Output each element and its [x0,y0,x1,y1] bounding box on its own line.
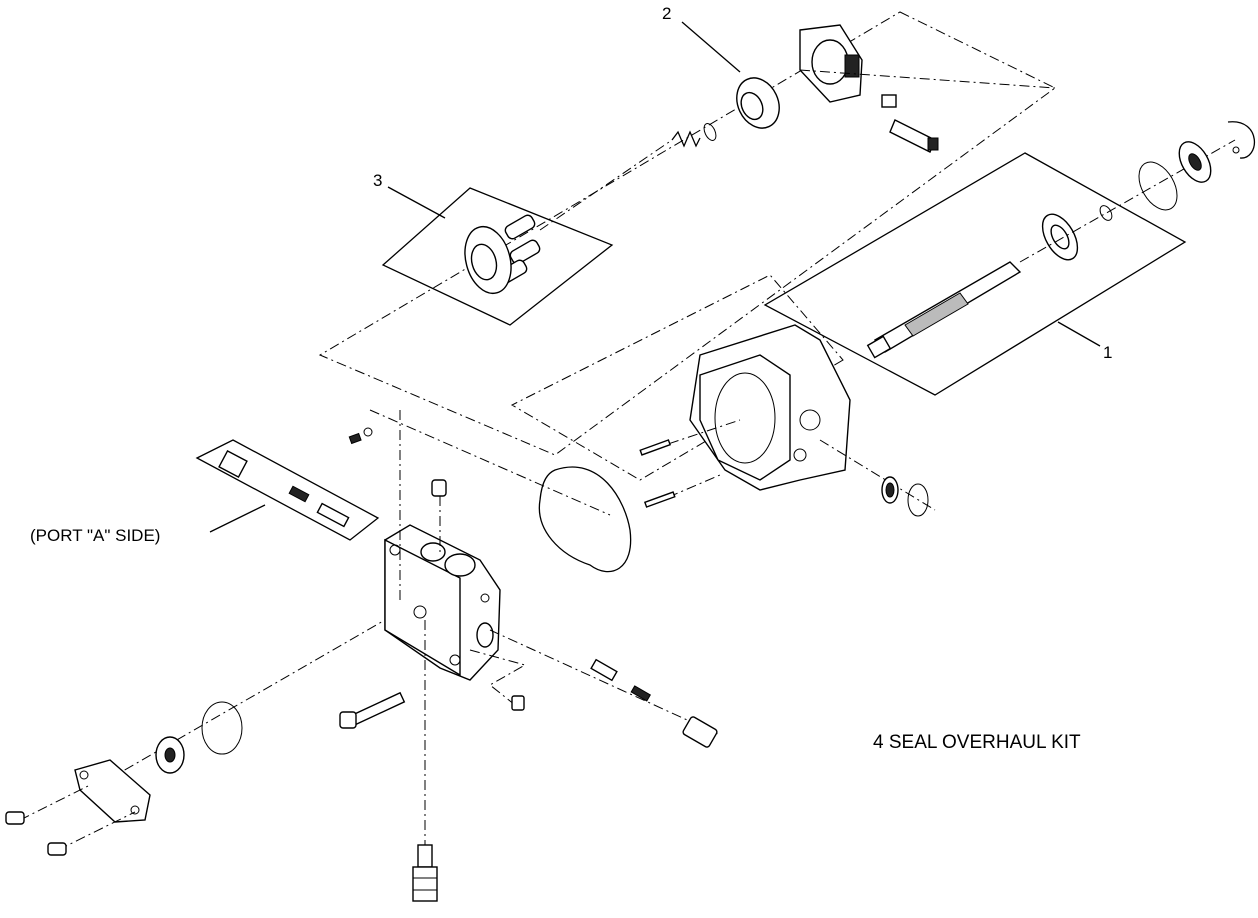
large-o-ring [1138,161,1178,211]
relief-cap [682,716,718,748]
shaft-tip [866,335,892,359]
item-3-box [381,187,614,326]
piston-2 [509,239,541,265]
item-3-rotating-group [381,139,673,326]
cap-hole-2 [449,654,461,666]
lever-arm [889,119,936,153]
port-a-side-label: (PORT "A" SIDE) [30,526,161,545]
valve-spring [288,485,310,503]
dowel-pin-1 [639,439,672,456]
kit-2-outline [318,11,1056,456]
bolt-head [339,711,357,729]
callout-3: 3 [373,171,383,190]
cylinder-bore [470,243,498,281]
plug [431,479,447,497]
pump-housing [639,324,936,517]
cap-screw-1 [5,811,25,825]
item-2-swashplate-kit [671,21,1056,153]
cradle-block [844,54,860,78]
slide-block [881,94,897,108]
end-cap-face [384,538,461,677]
small-plug [511,695,525,711]
valve-axis [489,629,721,736]
shaft-spline [904,292,969,337]
port-a-leader [209,504,266,533]
housing-port [799,409,821,431]
kit-boundary-outlines [318,11,1056,481]
fitting-stem [417,844,433,868]
small-retainer [1099,205,1113,221]
seal-overhaul-kit-note: 4 SEAL OVERHAUL KIT [873,732,1081,753]
lip-seal-center [885,482,895,498]
end-cap [89,410,721,860]
item-2-leader [681,21,741,73]
valve-cap [218,449,248,479]
side-hole [480,593,490,603]
set-screw [348,432,362,445]
item-1-leader [1057,321,1101,347]
relief-spring [630,685,651,702]
item-3-axis [539,139,673,231]
port-a [420,542,446,562]
item-1-shaft-kit [763,121,1255,396]
bolt [339,691,406,729]
snap-ring-eye [1232,146,1240,154]
lever-end [927,137,939,151]
item-2-axis [799,69,1056,89]
cover-hole-1 [79,770,89,780]
fitting-body [412,866,438,902]
charge-pump-axis [89,619,386,791]
relief-poppet [590,658,618,682]
top-plug [431,479,447,555]
housing-bore [714,372,776,464]
valve-plate-center [413,605,427,619]
swashplate-inner [740,91,764,121]
housing-face [699,354,791,481]
port-a-valve-kit [195,427,380,541]
cap-screw-axis-1 [19,784,91,821]
check-ball [363,427,373,437]
spring [671,130,701,148]
cap-screw-axis-2 [57,811,136,851]
gasket-axis [369,409,611,516]
item-1-box [763,152,1187,396]
cradle-bore [811,39,849,85]
callout-1: 1 [1103,343,1113,362]
tab-washer [907,483,929,517]
bearing-inner [1050,224,1070,250]
pin-axis-2 [649,474,721,506]
side-port [476,622,494,648]
gerotor-center [164,747,176,763]
cover-plate [74,759,151,823]
small-ring [703,123,717,141]
charge-pump-cover [5,701,243,856]
end-cap-gasket [538,466,632,573]
port-b [444,553,476,577]
valve-poppet [316,502,350,528]
bottom-fitting [412,844,438,902]
port-a-box [195,439,380,541]
shaft-seal-center [1188,153,1202,171]
seal-axis [819,439,936,511]
item-3-leader [387,186,446,219]
snap-ring [1227,121,1255,159]
kit-1-outline-lower [510,274,844,481]
gasket [369,409,632,573]
cap-screw-2 [47,842,67,856]
housing-hole [793,448,807,462]
dowel-pin-2 [643,491,676,508]
charge-o-ring [201,701,243,755]
cover-hole-2 [130,805,140,815]
piston-1 [504,214,536,240]
callout-2: 2 [662,4,672,23]
plug-axis [469,649,527,706]
charge-relief-valve [511,658,718,748]
